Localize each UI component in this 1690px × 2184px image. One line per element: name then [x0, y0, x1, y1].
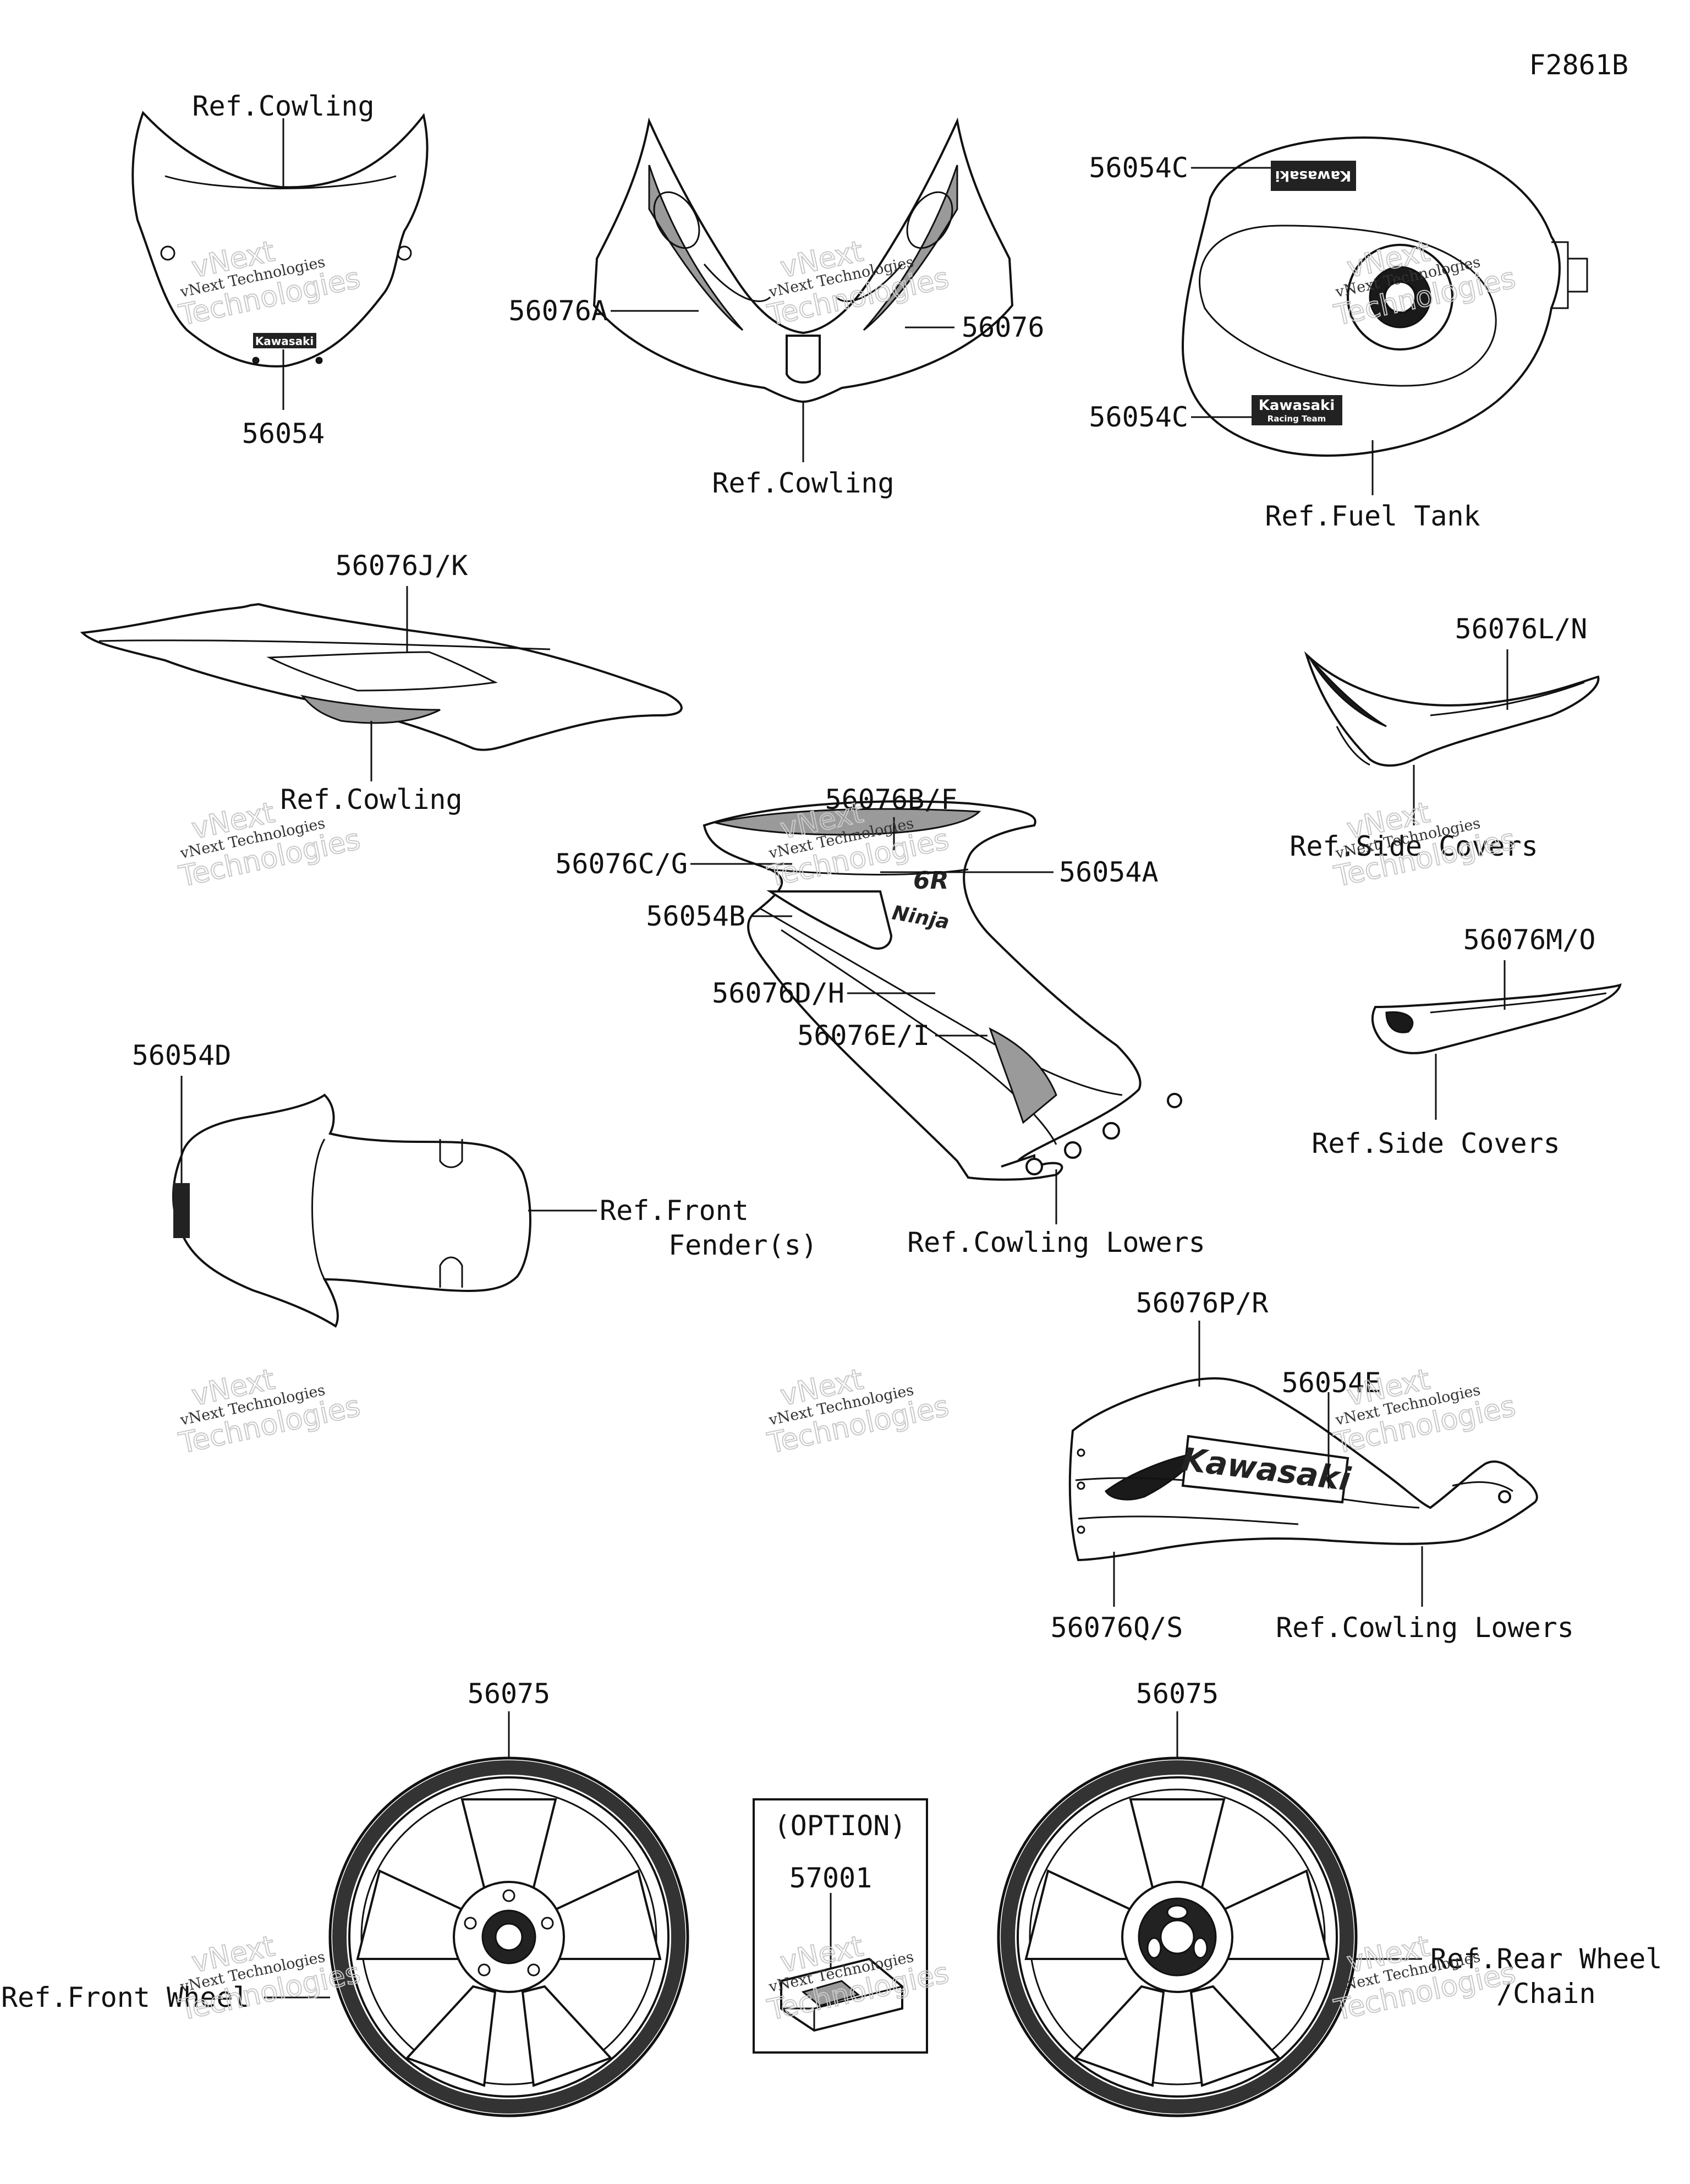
watermark: vNext Technologies vNext Technologies: [764, 796, 952, 894]
middle-cowl-label-e-i: 56076E/I: [797, 1020, 930, 1052]
windscreen-part-number: 56054: [242, 418, 325, 450]
windscreen-group: Kawasaki Ref.Cowling 56054: [131, 90, 429, 450]
fender-decal: [173, 1183, 190, 1238]
side-cover-upper-part: [1304, 651, 1600, 767]
tank-brand-text-top: Kawasaki: [1275, 167, 1351, 184]
tank-brand-decal-top: [1271, 161, 1356, 191]
side-cover-lower-part-number: 56076M/O: [1463, 924, 1596, 956]
middle-cowl-label-56054b: 56054B: [646, 900, 745, 932]
middle-cowl-label-c-g: 56076C/G: [555, 848, 688, 880]
upper-cowl-part: [592, 117, 1014, 403]
fender-ref-line1: Ref.Front: [600, 1195, 749, 1227]
side-cover-upper-ref-label: Ref.Side Covers: [1290, 830, 1538, 862]
upper-cowl-ref-label: Ref.Cowling: [712, 467, 894, 499]
middle-cowl-ref-label: Ref.Cowling Lowers: [907, 1227, 1205, 1258]
front-fender-group: 56054D Ref.Front Fender(s): [132, 1039, 817, 1328]
rear-wheel-group: 56075 Ref.Rear Wheel /Chain: [997, 1678, 1662, 2117]
side-cover-lower-ref-label: Ref.Side Covers: [1312, 1127, 1560, 1159]
upper-cowl-part-left: 56076A: [508, 295, 608, 327]
rear-wheel-ref-line1: Ref.Rear Wheel: [1430, 1943, 1662, 1975]
rear-wheel-part-number: 56075: [1136, 1678, 1219, 1710]
lower-cowl-part-bottom: 56076Q/S: [1051, 1612, 1183, 1644]
middle-cowl-group: 6R Ninja 56076B/F 56076C/G 56054A 56054B…: [555, 784, 1205, 1258]
upper-cowl-part-right: 56076: [962, 311, 1045, 343]
watermark: vNext Technologies vNext Technologies: [175, 1362, 364, 1461]
watermark: vNext Technologies vNext Technologies: [1331, 796, 1519, 894]
front-wheel-ref-label: Ref.Front Wheel: [1, 1982, 250, 2013]
middle-cowl-model-text: 6R: [913, 867, 949, 895]
front-wheel-tape: [332, 1760, 685, 2114]
front-wheel-group: 56075 Ref.Front Wheel: [1, 1678, 689, 2117]
side-cover-lower-part: [1371, 983, 1622, 1054]
tank-ref-label: Ref.Fuel Tank: [1265, 500, 1480, 532]
middle-cowl-label-b-f: 56076B/F: [825, 784, 958, 815]
tank-brand-sub: Racing Team: [1268, 414, 1326, 424]
windscreen-brand-decal: [253, 333, 316, 348]
fender-ref-line2: Fender(s): [668, 1229, 817, 1261]
tank-brand-text-bottom: Kawasaki: [1259, 397, 1335, 414]
middle-cowl-label-56054a: 56054A: [1059, 856, 1159, 888]
upper-cowl-group: 56076A 56076 Ref.Cowling: [508, 117, 1045, 499]
lower-cowl-ref-label: Ref.Cowling Lowers: [1276, 1612, 1574, 1644]
watermark: vNext Technologies vNext Technologies: [1331, 1362, 1519, 1461]
option-tool-part: [780, 1957, 903, 2032]
middle-cowl-label-d-h: 56076D/H: [712, 977, 844, 1009]
side-cover-upper-group: 56076L/N Ref.Side Covers: [1290, 613, 1600, 862]
fender-part-number: 56054D: [132, 1039, 232, 1071]
rear-wheel-ref-line2: /Chain: [1496, 1978, 1596, 2010]
fuel-tank-group: Kawasaki Kawasaki Racing Team 56054C 560…: [1089, 136, 1588, 532]
tank-part-top: 56054C: [1089, 152, 1188, 184]
tank-brand-decal-bottom: [1252, 395, 1342, 425]
option-box-part-number: 57001: [789, 1862, 873, 1894]
option-box-group: (OPTION) 57001: [753, 1798, 928, 2054]
side-cover-upper-part-number: 56076L/N: [1455, 613, 1588, 645]
option-box-title: (OPTION): [774, 1810, 907, 1842]
figure-code: F2861B: [1529, 49, 1628, 81]
lower-cowl-group: Kawasaki 56076P/R 56054E 56076Q/S Ref.Co…: [1051, 1287, 1574, 1644]
lower-cowl-part-top: 56076P/R: [1136, 1287, 1269, 1319]
seat-cowl-group: 56076J/K Ref.Cowling: [80, 550, 683, 815]
side-cover-lower-group: 56076M/O Ref.Side Covers: [1312, 924, 1622, 1159]
watermark: vNext Technologies vNext Technologies: [764, 1362, 952, 1461]
watermark: vNext Technologies vNext Technologies: [175, 1929, 364, 2028]
windscreen-ref-label: Ref.Cowling: [192, 90, 374, 122]
rear-wheel-tape: [1001, 1760, 1354, 2114]
tank-part-bottom: 56054C: [1089, 401, 1188, 433]
lower-cowl-part-e: 56054E: [1282, 1367, 1381, 1399]
front-wheel-part-number: 56075: [468, 1678, 551, 1710]
front-fender-part: [172, 1093, 531, 1328]
seat-cowl-part-number: 56076J/K: [336, 550, 468, 582]
windscreen-part: [131, 111, 429, 368]
seat-cowl-part: [80, 603, 683, 751]
seat-cowl-ref-label: Ref.Cowling: [280, 784, 462, 815]
windscreen-brand-text: Kawasaki: [255, 335, 314, 348]
